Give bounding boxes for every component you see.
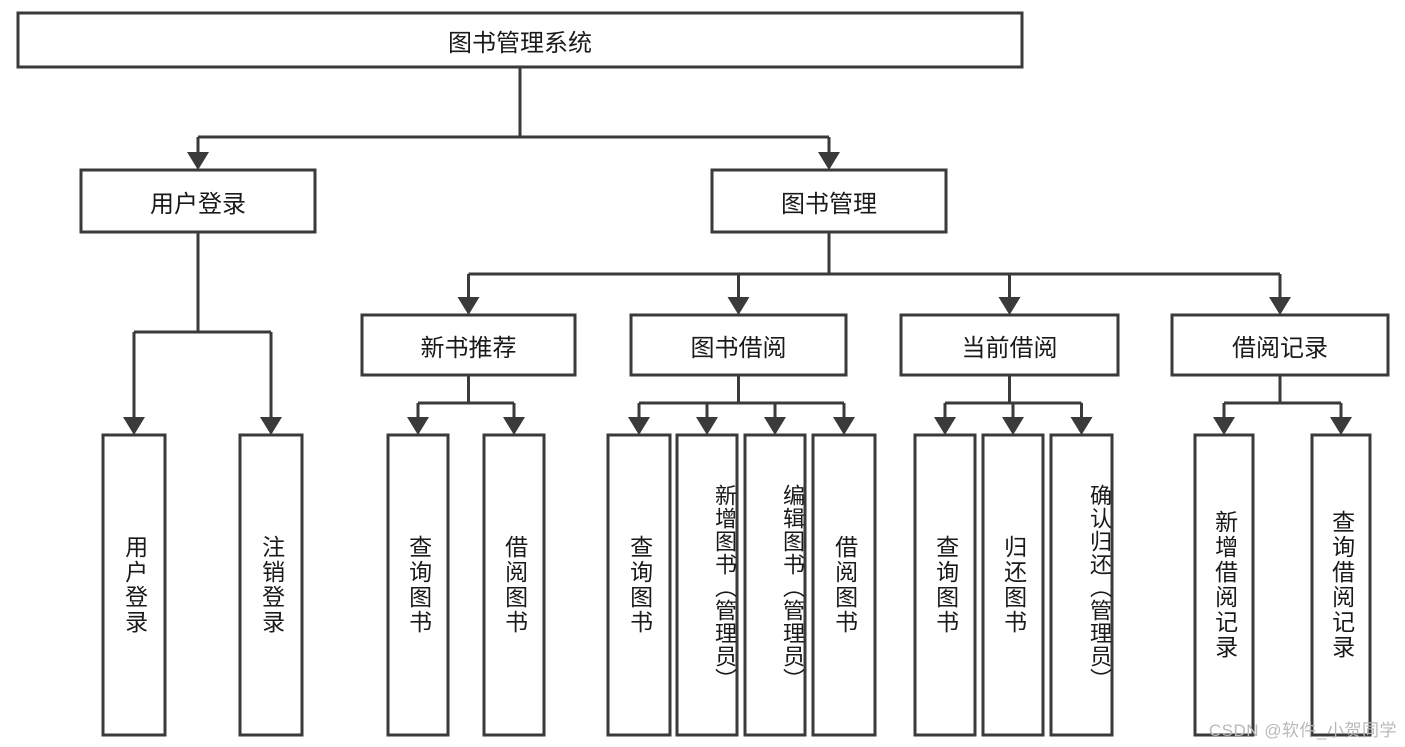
node-box-borrow-record[interactable] bbox=[1170, 313, 1390, 377]
node-box-leaf-query-book-recommend[interactable] bbox=[386, 433, 450, 737]
watermark-text: CSDN @软件_小贺同学 bbox=[1208, 721, 1397, 740]
node-box-leaf-borrow-book-recommend[interactable] bbox=[482, 433, 546, 737]
edge-arrowhead bbox=[764, 417, 786, 435]
edge-arrowhead bbox=[696, 417, 718, 435]
node-box-leaf-borrow-book[interactable] bbox=[811, 433, 877, 737]
node-box-leaf-query-borrow-record[interactable] bbox=[1310, 433, 1372, 737]
edge-arrowhead bbox=[503, 417, 525, 435]
edge-arrowhead bbox=[628, 417, 650, 435]
edge-arrowhead bbox=[1213, 417, 1235, 435]
edge-arrowhead bbox=[818, 152, 840, 170]
edge-arrowhead bbox=[1269, 297, 1291, 315]
node-box-leaf-user-login[interactable] bbox=[101, 433, 167, 737]
edge-arrowhead bbox=[123, 417, 145, 435]
node-box-book-management[interactable] bbox=[710, 168, 948, 234]
connectors-layer bbox=[123, 67, 1352, 435]
edge-arrowhead bbox=[727, 297, 750, 315]
node-box-new-book-recommend[interactable] bbox=[360, 313, 577, 377]
node-boxes-layer bbox=[16, 11, 1390, 737]
node-box-leaf-edit-book-admin[interactable] bbox=[743, 433, 807, 737]
node-box-user-login[interactable] bbox=[79, 168, 317, 234]
node-box-leaf-confirm-return-admin[interactable] bbox=[1049, 433, 1114, 737]
edge-arrowhead bbox=[457, 297, 480, 315]
edge-arrowhead bbox=[1330, 417, 1352, 435]
node-box-leaf-add-book-admin[interactable] bbox=[675, 433, 739, 737]
node-box-book-borrow[interactable] bbox=[629, 313, 848, 377]
edge-arrowhead bbox=[833, 417, 855, 435]
node-box-leaf-logout-login[interactable] bbox=[238, 433, 304, 737]
edge-arrowhead bbox=[934, 417, 956, 435]
edge-arrowhead bbox=[407, 417, 429, 435]
node-box-leaf-add-borrow-record[interactable] bbox=[1193, 433, 1255, 737]
edge-arrowhead bbox=[1070, 417, 1093, 435]
node-box-root[interactable] bbox=[16, 11, 1024, 69]
edge-arrowhead bbox=[187, 152, 209, 170]
node-box-leaf-return-book[interactable] bbox=[981, 433, 1045, 737]
node-box-leaf-query-book-current[interactable] bbox=[913, 433, 977, 737]
edge-arrowhead bbox=[1002, 417, 1024, 435]
edge-arrowhead bbox=[998, 297, 1021, 315]
node-box-current-borrow[interactable] bbox=[899, 313, 1120, 377]
edge-arrowhead bbox=[260, 417, 282, 435]
node-box-leaf-query-book-borrow[interactable] bbox=[606, 433, 672, 737]
